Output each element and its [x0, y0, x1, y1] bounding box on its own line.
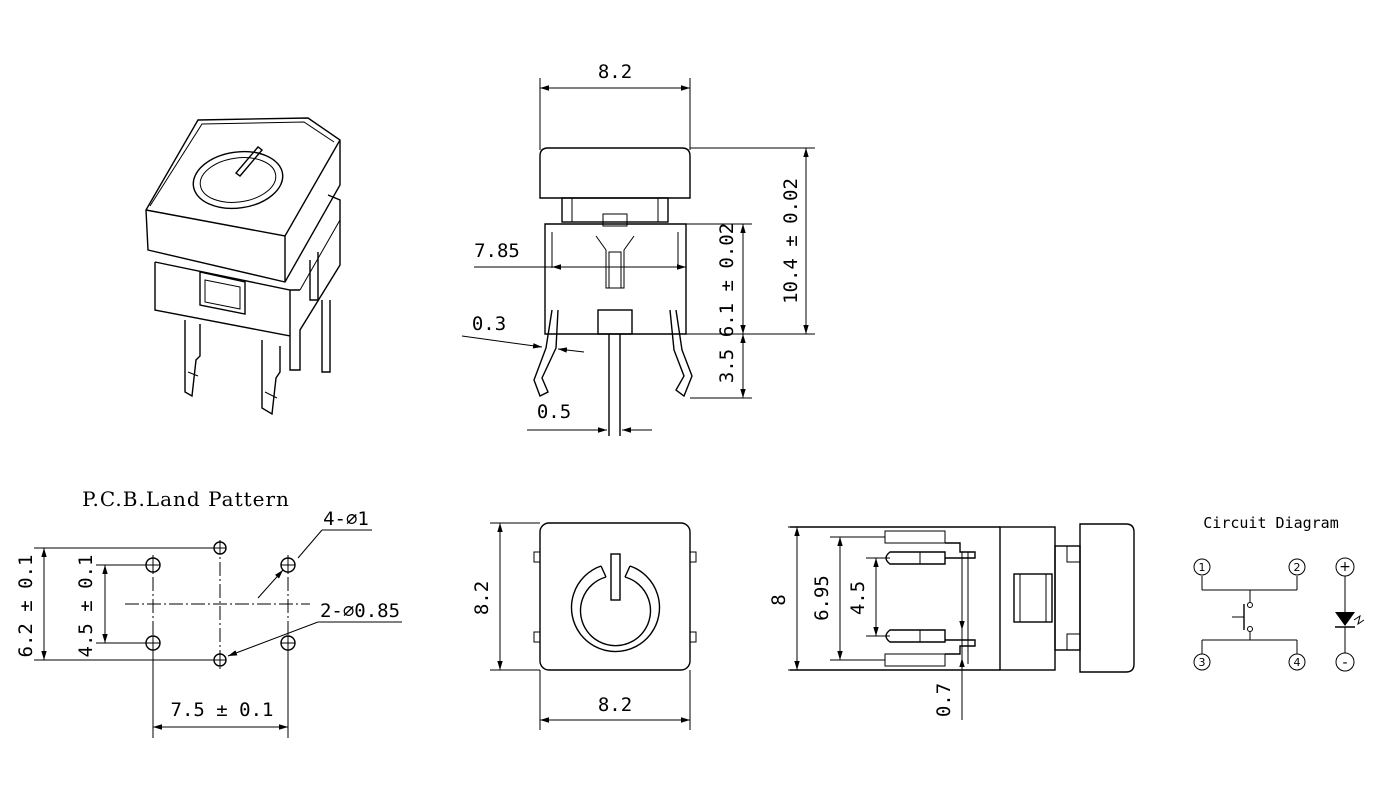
dim-lead-thickness: 0.3: [472, 313, 506, 335]
circuit-pin-2: 2: [1294, 561, 1301, 574]
dim-side-overall: 8: [768, 594, 790, 605]
dim-side-pin-outer: 6.95: [811, 575, 833, 621]
front-view: 8.2 8.2: [471, 522, 697, 730]
led-diode-icon: [1335, 576, 1365, 653]
led-anode-label: +: [1339, 559, 1351, 575]
dim-top-width: 8.2: [598, 61, 632, 83]
pcb-hole: [280, 557, 296, 573]
dim-pin-width: 0.5: [537, 401, 571, 423]
isometric-view: [145, 117, 341, 416]
pcb-hole: [145, 635, 161, 651]
dim-front-height: 8.2: [471, 581, 493, 615]
pcb-hole-small: [213, 653, 227, 667]
pcb-hole-small: [213, 541, 227, 555]
pcb-hole-large-label: 4-∅1: [323, 508, 369, 530]
pcb-hole: [280, 635, 296, 651]
dim-side-pin-width: 0.7: [933, 683, 955, 717]
pcb-col-pitch: 7.5 ± 0.1: [171, 699, 274, 721]
power-symbol-icon: [192, 146, 284, 210]
pcb-row-outer: 6.2 ± 0.1: [15, 555, 37, 658]
dim-side-pin-inner: 4.5: [847, 581, 869, 615]
side-view-horizontal: 8 6.95 4.5 0.7: [768, 523, 1135, 720]
pcb-hole: [145, 557, 161, 573]
circuit-title: Circuit Diagram: [1203, 514, 1338, 532]
power-symbol-icon: [570, 553, 661, 653]
dim-lead-length: 3.5: [716, 349, 738, 383]
dim-total-height: 10.4 ± 0.02: [780, 178, 802, 304]
led-cathode-label: -: [1342, 655, 1347, 671]
pcb-title: P.C.B.Land Pattern: [82, 487, 290, 511]
circuit-pin-3: 3: [1199, 656, 1206, 669]
circuit-pin-1: 1: [1199, 561, 1206, 574]
dim-front-width: 8.2: [598, 694, 632, 716]
pcb-hole-small-label: 2-∅0.85: [320, 600, 400, 622]
push-switch-icon: [1201, 576, 1298, 654]
circuit-diagram: Circuit Diagram 1 2 3 4 + -: [1193, 514, 1365, 672]
circuit-pin-4: 4: [1294, 656, 1301, 669]
pcb-land-pattern: P.C.B.Land Pattern 6.2 ± 0.1 4.5 ± 0.1 7…: [15, 487, 402, 738]
side-view: 8.2 10.4 ± 0.02 6.1 ± 0.02 3.5 7.85 0.3 …: [461, 61, 815, 436]
dim-body-height: 6.1 ± 0.02: [716, 223, 738, 337]
dim-inner-width: 7.85: [474, 240, 520, 262]
pcb-row-inner: 4.5 ± 0.1: [75, 555, 97, 658]
